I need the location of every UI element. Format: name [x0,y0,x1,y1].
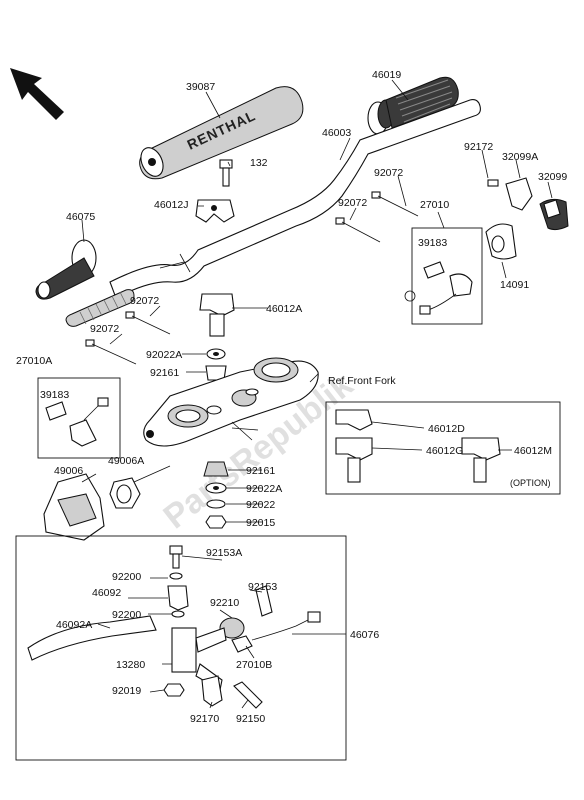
brake-bolt-92153A [169,545,183,569]
option-clamp-D [335,409,373,431]
label-32099A: 32099A [502,151,538,163]
label-46076: 46076 [350,629,379,641]
washer-92022 [206,499,226,509]
label-46012G: 46012G [426,445,463,457]
label-27010A: 27010A [16,355,52,367]
label-46012M: 46012M [514,445,552,457]
label-92072-b: 92072 [338,197,367,209]
throttle-grip [367,76,459,135]
option-box [325,401,561,495]
right-switch-housing [485,177,569,260]
kill-switch-box-right [411,227,483,325]
label-46075: 46075 [66,211,95,223]
option-clamp-M [461,437,501,483]
kill-switch-left [45,397,109,447]
label-92022A-bottom: 92022A [246,483,282,495]
oring-92200-bottom [171,610,185,618]
label-39087: 39087 [186,81,215,93]
label-27010: 27010 [420,199,449,211]
cable-tie-1 [371,191,419,217]
label-92200-b: 92200 [112,609,141,621]
bolt-132 [219,159,233,187]
label-32099: 32099 [538,171,567,183]
left-switch-housing [43,473,105,541]
left-grip [35,239,97,300]
bushing-92161-bottom [203,461,229,477]
label-46092: 46092 [92,587,121,599]
label-92072-a: 92072 [374,167,403,179]
oring-92200-top [169,572,183,580]
label-92161-top: 92161 [150,367,179,379]
front-direction-arrow-icon [10,68,64,120]
label-13280: 13280 [116,659,145,671]
lever-bracket-46092 [167,585,189,611]
label-46012D: 46012D [428,423,465,435]
option-clamp-G [335,437,373,483]
brake-lever-box [15,535,347,761]
label-92153A: 92153A [206,547,242,559]
brake-bolt-92153 [255,585,273,617]
label-14091: 14091 [500,279,529,291]
label-46092A: 46092A [56,619,92,631]
handlebar-tube [109,99,481,299]
label-92200-a: 92200 [112,571,141,583]
label-49006: 49006 [54,465,83,477]
switch-27010B [231,611,321,653]
label-46012A: 46012A [266,303,302,315]
label-92019: 92019 [112,685,141,697]
label-46019: 46019 [372,69,401,81]
cable-tie-4 [85,339,137,365]
label-92072-d: 92072 [90,323,119,335]
label-ref-front-fork: Ref.Front Fork [328,375,396,387]
label-132: 132 [250,157,268,169]
bracket-92170 [201,675,223,707]
kill-switch-box-left [37,377,121,459]
kill-switch-right [404,261,473,315]
label-92072-c: 92072 [130,295,159,307]
label-92150: 92150 [236,713,265,725]
label-49006A: 49006A [108,455,144,467]
crossbar-pad [65,289,135,327]
label-92210: 92210 [210,597,239,609]
label-92022A-top: 92022A [146,349,182,361]
label-46003: 46003 [322,127,351,139]
label-92172: 92172 [464,141,493,153]
label-27010B: 27010B [236,659,272,671]
label-92015: 92015 [246,517,275,529]
label-option: (OPTION) [510,478,551,488]
label-92022: 92022 [246,499,275,511]
label-92161-bottom: 92161 [246,465,275,477]
upper-triple-clamp [143,357,319,447]
label-39183-b: 39183 [40,389,69,401]
nut-92019 [163,683,185,697]
brake-lever [27,615,157,661]
label-39183-a: 39183 [418,237,447,249]
left-switch-collar [109,477,141,509]
nut-92015 [205,515,227,529]
cable-tie-2 [335,217,381,243]
upper-clamp [195,199,235,223]
label-46012J: 46012J [154,199,188,211]
cable-tie-3 [125,311,171,335]
lower-clamp [199,293,235,337]
label-92153: 92153 [248,581,277,593]
label-92170: 92170 [190,713,219,725]
bolt-92150 [233,681,263,709]
